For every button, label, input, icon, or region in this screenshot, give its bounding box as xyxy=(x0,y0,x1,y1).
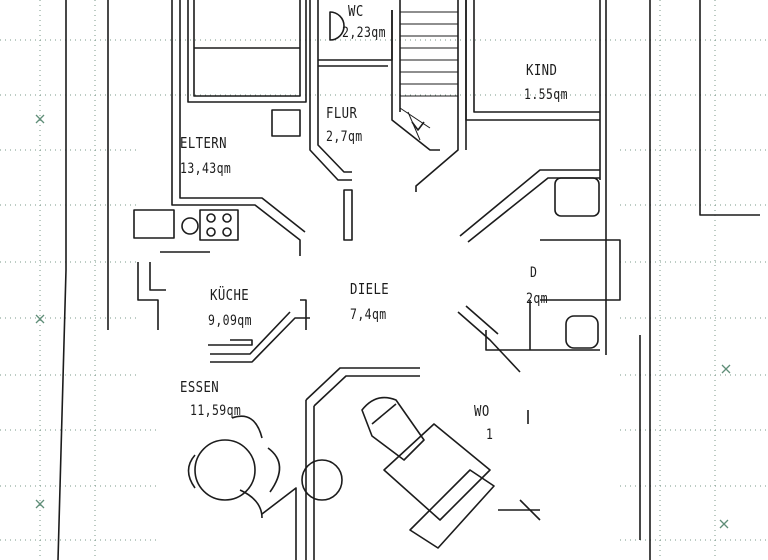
room-label-essen: ESSEN xyxy=(180,378,220,396)
room-area-essen: 11,59qm xyxy=(190,403,242,419)
grid-ticks xyxy=(35,114,731,529)
room-area-bad: 2qm xyxy=(526,291,548,307)
room-label-wc: WC xyxy=(348,2,364,20)
room-area-kind: 1.55qm xyxy=(524,87,568,103)
room-label-eltern: ELTERN xyxy=(180,134,227,152)
room-label-diele: DIELE xyxy=(350,280,390,298)
room-area-eltern: 13,43qm xyxy=(180,161,232,177)
room-label-flur: FLUR xyxy=(326,104,358,122)
room-area-kueche: 9,09qm xyxy=(208,313,252,329)
room-label-wohnen: WO xyxy=(474,402,490,420)
room-area-wc: 2,23qm xyxy=(342,25,386,41)
room-label-kueche: KÜCHE xyxy=(210,286,250,304)
room-area-wohnen: 1 xyxy=(486,427,494,443)
room-label-bad: D xyxy=(530,265,538,281)
room-area-diele: 7,4qm xyxy=(350,307,387,323)
plan-walls xyxy=(57,0,760,560)
room-label-kind: KIND xyxy=(526,61,558,79)
room-area-flur: 2,7qm xyxy=(326,129,363,145)
